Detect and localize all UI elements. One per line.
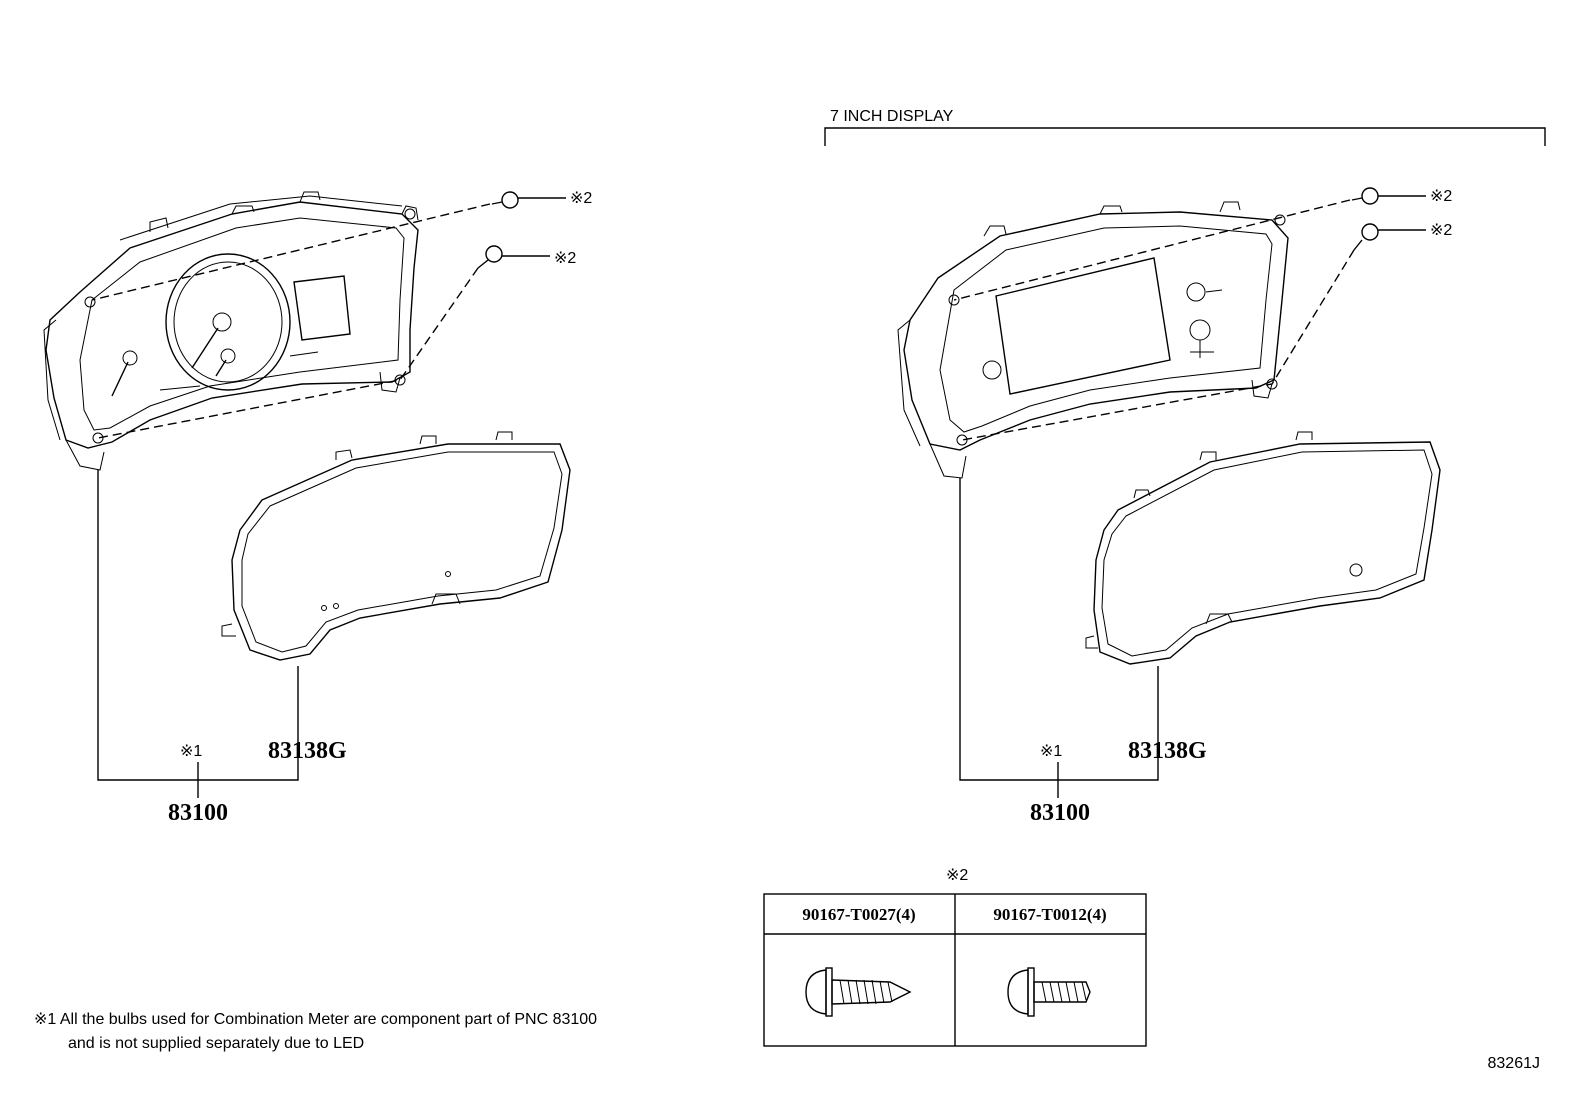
right-bracket xyxy=(959,478,1159,781)
right-dash-2 xyxy=(961,249,1355,441)
right-meter-housing xyxy=(897,201,1289,479)
left-callout-top: ※2 xyxy=(570,190,592,207)
right-meter-assembly: 7 INCH DISPLAY xyxy=(824,108,1546,826)
left-meter-housing xyxy=(43,191,419,471)
left-lens-part: 83138G xyxy=(268,738,347,764)
group-label: 7 INCH DISPLAY xyxy=(830,108,954,125)
left-screw-top xyxy=(491,191,566,209)
screw-table: ※2 90167-T0027(4) 90167-T0012(4) xyxy=(763,867,1147,1047)
left-dash-2 xyxy=(97,267,479,439)
left-callout-mid: ※2 xyxy=(554,250,576,267)
screw-table-header: ※2 xyxy=(946,867,968,884)
left-screw-mid xyxy=(477,245,550,269)
right-callout-top: ※2 xyxy=(1430,188,1452,205)
left-meter-part: 83100 xyxy=(168,800,228,826)
screw-col-2: 90167-T0012(4) xyxy=(993,905,1106,924)
right-note-ref: ※1 xyxy=(1040,743,1062,760)
right-callout-mid: ※2 xyxy=(1430,222,1452,239)
left-bracket xyxy=(97,470,299,781)
right-lens xyxy=(1085,431,1441,665)
right-screw-top xyxy=(1351,187,1426,205)
screw-col-1: 90167-T0027(4) xyxy=(802,905,915,924)
screw-short-icon xyxy=(1007,967,1091,1017)
group-bracket xyxy=(824,127,1546,146)
diagram-code: 83261J xyxy=(1488,1055,1541,1072)
footnote-line-2: and is not supplied separately due to LE… xyxy=(68,1035,364,1052)
left-dash-1 xyxy=(91,203,491,301)
left-meter-assembly: ※2 ※2 ※1 83138G 83100 xyxy=(43,190,592,826)
footnote-line-1: ※1 All the bulbs used for Combination Me… xyxy=(34,1011,597,1028)
left-note-ref: ※1 xyxy=(180,743,202,760)
right-screw-mid xyxy=(1353,223,1426,251)
right-meter-part: 83100 xyxy=(1030,800,1090,826)
right-dash-1 xyxy=(953,199,1351,301)
right-lens-part: 83138G xyxy=(1128,738,1207,764)
left-lens xyxy=(221,431,571,661)
screw-tapping-long-icon xyxy=(805,967,912,1017)
